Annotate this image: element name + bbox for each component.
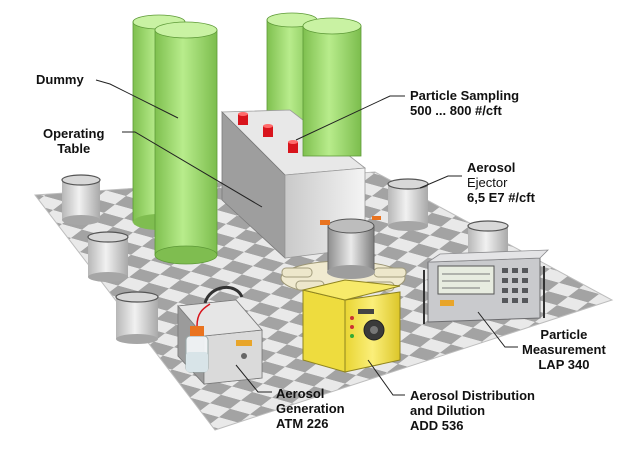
label-aerosol-distribution-line1: Aerosol Distribution	[410, 388, 535, 403]
leader-line-measurement	[477, 311, 518, 348]
aerosol-dilution-system	[280, 216, 407, 373]
label-particle-sampling-line2: 500 ... 800 #/cft	[410, 103, 502, 118]
label-dummy: Dummy	[36, 72, 84, 87]
leader-lines	[95, 79, 518, 396]
laser-particle-counter	[423, 249, 550, 324]
sampling-probe-2	[263, 124, 273, 137]
label-aerosol-ejector-line2: Ejector	[467, 175, 508, 190]
label-aerosol-generation-line1: Aerosol	[276, 386, 325, 401]
sampling-probe-3	[288, 140, 298, 153]
dummy-cylinder-front-left	[154, 21, 218, 265]
label-aerosol-distribution-line2: and Dilution	[410, 403, 486, 418]
label-particle-sampling-line1: Particle Sampling	[410, 88, 520, 103]
label-particle-measurement: Particle Measurement LAP 340	[522, 327, 606, 372]
aerosol-ejector-can-4	[387, 178, 429, 231]
leader-line-dummy	[95, 79, 179, 119]
label-aerosol-ejector-line1: Aerosol	[467, 160, 516, 175]
label-aerosol-distribution-line3: ADD 536	[410, 418, 464, 433]
label-particle-measurement-line2: Measurement	[522, 342, 606, 357]
label-particle-sampling: Particle Sampling 500 ... 800 #/cft	[410, 88, 519, 118]
leader-line-table	[122, 131, 263, 208]
label-aerosol-generation: Aerosol Generation ATM 226	[276, 386, 345, 431]
leader-line-generation	[235, 364, 272, 393]
label-operating-table-line1: Operating	[43, 126, 105, 141]
leader-line-ejector	[419, 175, 462, 189]
label-aerosol-generation-line3: ATM 226	[276, 416, 329, 431]
aerosol-generator	[177, 286, 263, 386]
label-aerosol-generation-line2: Generation	[276, 401, 345, 416]
leader-line-sampling	[295, 95, 405, 141]
label-aerosol-distribution: Aerosol Distribution and Dilution ADD 53…	[410, 388, 535, 433]
aerosol-ejector-can-2	[87, 231, 129, 282]
sampling-probe-1	[238, 112, 248, 125]
label-particle-measurement-line3: LAP 340	[538, 357, 590, 372]
dummy-cylinder-front-right	[302, 17, 362, 157]
label-operating-table: Operating Table	[43, 126, 104, 156]
leader-line-distribution	[367, 359, 405, 396]
label-particle-measurement-line1: Particle	[540, 327, 588, 342]
label-aerosol-ejector-line3: 6,5 E7 #/cft	[467, 190, 535, 205]
aerosol-ejector-can-3	[115, 291, 159, 344]
label-operating-table-line2: Table	[57, 141, 91, 156]
aerosol-ejector-can-1	[61, 174, 101, 225]
label-aerosol-ejector: Aerosol Ejector 6,5 E7 #/cft	[467, 160, 535, 205]
